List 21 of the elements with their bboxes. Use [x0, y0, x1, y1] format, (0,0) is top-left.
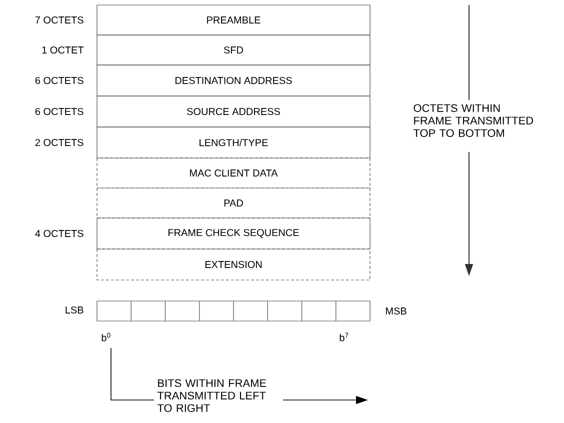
field-box: DESTINATION ADDRESS: [96, 64, 370, 96]
bit-number: b$^{7}$: [340, 332, 348, 342]
octet-count: 6 OCTETS: [35, 108, 84, 116]
field-box: PREAMBLE: [96, 4, 370, 36]
octet-count: 4 OCTETS: [35, 230, 84, 238]
optional-field-box: PAD: [96, 188, 370, 218]
bit-label: LSB: [66, 306, 84, 314]
bit-number: b$^{0}$: [102, 332, 110, 342]
optional-field-box: EXTENSION: [96, 248, 370, 280]
field-box: LENGTH/TYPE: [96, 126, 370, 158]
bit-label: MSB: [386, 307, 406, 315]
field-box: FRAME CHECK SEQUENCE: [96, 218, 370, 250]
optional-field-box: MAC CLIENT DATA: [96, 158, 370, 188]
note-text: BITS WITHIN FRAME TRANSMITTED LEFT TO RIGHT: [157, 379, 266, 412]
octet-count: 6 OCTETS: [35, 76, 84, 84]
octet-count: 2 OCTETS: [35, 138, 84, 146]
field-box: SOURCE ADDRESS: [96, 96, 370, 128]
octet-count: 7 OCTETS: [35, 16, 84, 24]
note-text: OCTETS WITHIN FRAME TRANSMITTED TOP TO BOTTOM: [413, 104, 534, 137]
field-box: SFD: [96, 34, 370, 66]
octet-count: 1 OCTET: [42, 46, 84, 54]
